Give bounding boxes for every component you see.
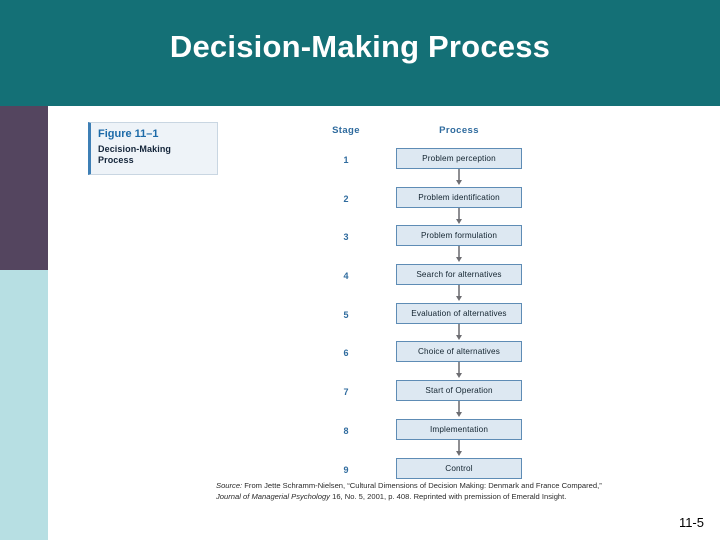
column-header-stage: Stage xyxy=(332,125,360,136)
stage-number: 8 xyxy=(343,425,349,436)
arrow-down-icon xyxy=(456,285,462,302)
process-flow-row: 4 Search for alternatives xyxy=(48,262,720,302)
arrow-down-icon xyxy=(456,439,462,456)
process-flow-list: 1 Problem perception 2 Problem identificati… xyxy=(48,146,720,494)
figure-caption-title: Decision-Making Process xyxy=(98,144,172,165)
process-flow-row: 9 Control xyxy=(48,456,720,495)
stage-number: 9 xyxy=(343,464,349,475)
stage-number: 1 xyxy=(343,155,349,165)
process-flow-row: 3 Problem formulation xyxy=(48,223,720,263)
process-step-box: Search for alternatives xyxy=(396,264,522,286)
column-header-process: Process xyxy=(439,125,479,136)
slide-page-number: 11-5 xyxy=(678,515,704,530)
process-flow-row: 2 Problem identification xyxy=(48,185,720,224)
slide-title-band: Decision-Making Process xyxy=(0,0,720,106)
arrow-down-icon xyxy=(456,207,462,224)
stage-number: 4 xyxy=(343,271,349,282)
stage-number: 3 xyxy=(343,232,349,243)
arrow-down-icon xyxy=(456,246,462,263)
figure-number-label: Figure 11–1 xyxy=(98,128,159,140)
stage-number: 6 xyxy=(343,348,349,359)
stage-number: 7 xyxy=(343,387,349,398)
process-flow-row: 1 Problem perception xyxy=(48,146,720,185)
arrow-down-icon xyxy=(456,401,462,418)
process-step-box: Implementation xyxy=(396,418,522,440)
page-title: Decision-Making Process xyxy=(169,29,551,64)
figure-source-note: Source: From Jette Schramm-Nielsen, “Cul… xyxy=(216,481,602,501)
figure-container: Figure 11–1 Decision-Making Process Stag… xyxy=(48,106,720,540)
process-flow-row: 8 Implementation xyxy=(48,417,720,456)
arrow-down-icon xyxy=(456,169,462,185)
process-step-box: Problem formulation xyxy=(396,225,522,247)
sidebar-accent-purple xyxy=(0,106,48,270)
process-step-box: Evaluation of alternatives xyxy=(396,302,522,324)
process-flow-row: 6 Choice of alternatives xyxy=(48,339,720,379)
process-flow-row: 5 Evaluation of alternatives xyxy=(48,301,720,340)
process-step-box: Choice of alternatives xyxy=(396,341,522,363)
sidebar-accent-blue xyxy=(0,270,48,540)
arrow-down-icon xyxy=(456,362,462,379)
figure-caption-box: Figure 11–1 Decision-Making Process xyxy=(88,122,218,175)
process-step-box: Control xyxy=(396,457,522,479)
arrow-down-icon xyxy=(456,323,462,340)
process-step-box: Start of Operation xyxy=(396,380,522,402)
process-flow-row: 7 Start of Operation xyxy=(48,378,720,418)
stage-number: 5 xyxy=(343,309,349,320)
stage-number: 2 xyxy=(343,193,349,204)
process-step-box: Problem perception xyxy=(396,148,522,169)
process-step-box: Problem identification xyxy=(396,186,522,208)
